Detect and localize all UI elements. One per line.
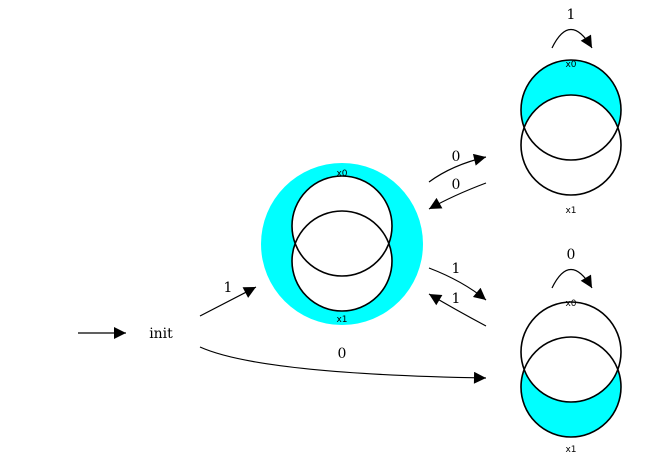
bottom-right-state-x1-label: x1 [565,445,576,455]
edge-bottom-right-to-center [428,293,487,327]
center-state-x1-circle [292,211,392,311]
bottom-right-state-x1-circle [520,336,622,438]
top-right-state: x0 x1 [520,59,622,216]
self-loop-bottom-right [551,269,593,289]
edge-top-right-to-center-label: 0 [452,177,461,193]
bottom-right-state-x0-circle [520,301,622,403]
self-loop-top-right-label: 1 [567,7,576,23]
center-state: x0 x1 [261,163,423,325]
edge-init-to-bottom-right [199,346,487,384]
bottom-right-state-x1-fill [521,337,621,437]
edge-center-to-bottom-right-label: 1 [452,261,461,277]
top-right-state-x1-circle [520,94,622,196]
top-right-state-x0-fill [521,60,621,160]
center-state-x0-label: x0 [336,169,347,179]
edge-top-right-to-center [428,182,487,210]
top-right-state-x1-label: x1 [565,206,576,216]
center-state-x1-label: x1 [336,315,347,325]
self-loop-top-right [551,29,593,49]
edge-center-to-top-right [428,153,487,183]
edge-init-to-center-label: 1 [224,280,233,296]
bottom-right-state-x0-label: x0 [565,299,576,309]
edge-init-to-bottom-right-label: 0 [338,346,347,362]
edge-init-to-center [199,286,257,317]
init-label: init [149,326,173,342]
top-right-state-x0-circle [520,59,622,161]
edge-center-to-bottom-right [428,267,487,301]
top-right-state-x0-label: x0 [565,60,576,70]
edge-bottom-right-to-center-label: 1 [452,291,461,307]
self-loop-bottom-right-label: 0 [567,247,576,263]
bottom-right-state: x0 x1 [520,299,622,455]
edge-center-to-top-right-label: 0 [452,149,461,165]
